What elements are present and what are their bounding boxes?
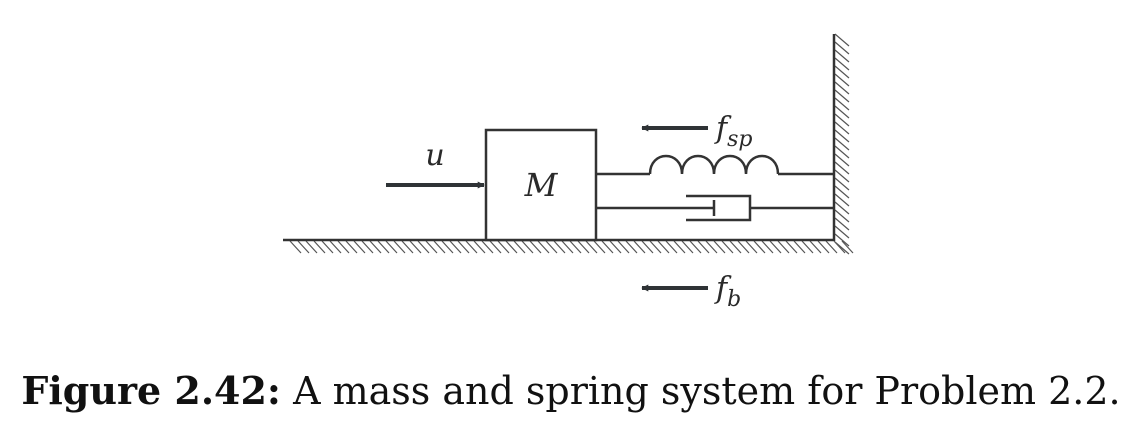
input-force-label: u <box>425 138 444 173</box>
ground-hatching <box>289 240 854 254</box>
mass-label: M <box>524 166 559 204</box>
figure-caption-text: A mass and spring system for Problem 2.2… <box>293 369 1121 413</box>
figure-caption: Figure 2.42: A mass and spring system fo… <box>0 369 1142 413</box>
figure-caption-label: Figure 2.42: <box>21 368 281 413</box>
spring <box>596 154 834 176</box>
spring-force-label: fsp <box>714 111 752 152</box>
damper <box>596 194 834 222</box>
mass-spring-damper-diagram: M u fsp fb <box>283 33 854 312</box>
mass-block <box>484 128 598 242</box>
wall-hatching <box>834 33 850 255</box>
damper-force-label: fb <box>714 271 741 312</box>
